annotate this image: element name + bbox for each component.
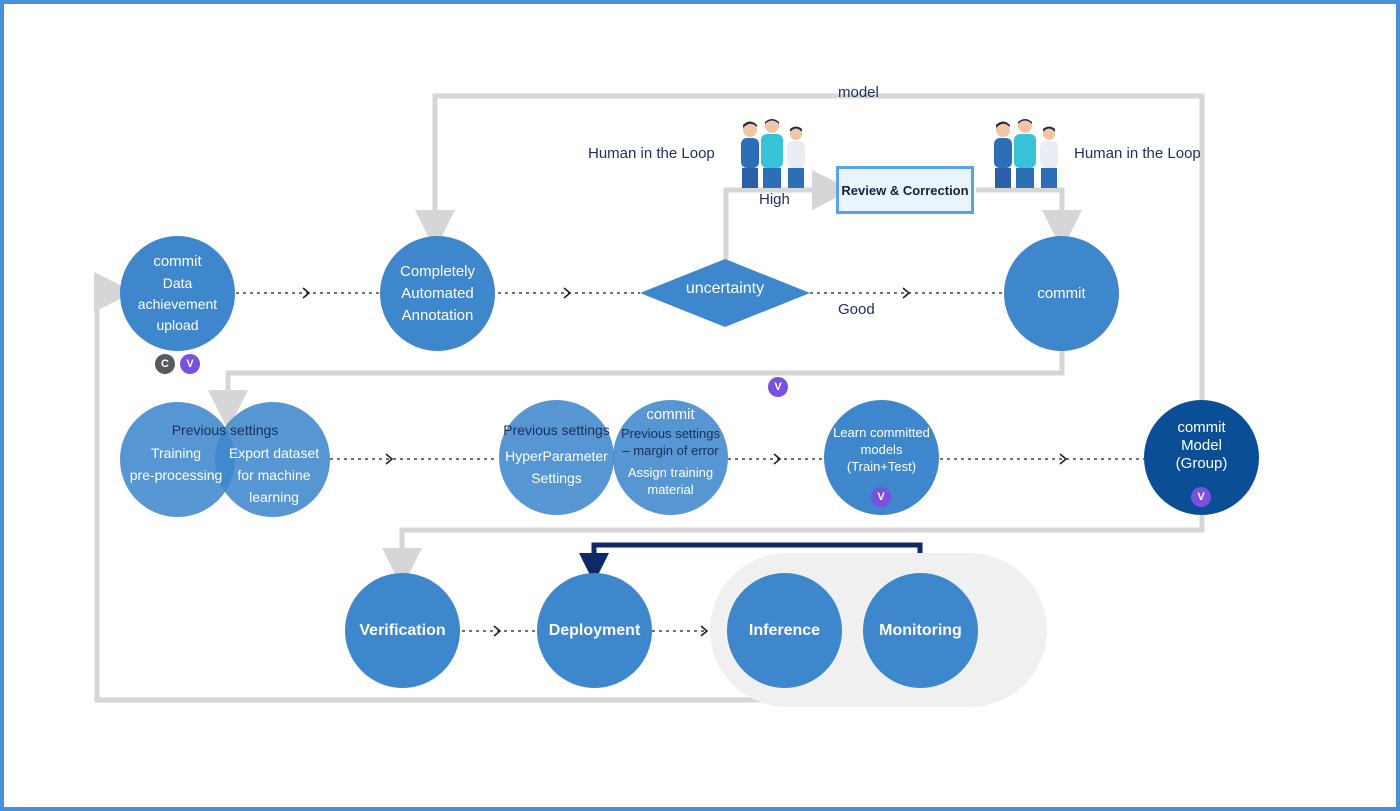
monitoring-node: Monitoring xyxy=(863,573,978,688)
high-branch-line xyxy=(723,170,852,262)
inference-node: Inference xyxy=(727,573,842,688)
deployment-label: Deployment xyxy=(548,621,641,639)
export-node xyxy=(215,402,330,517)
learn-line: models xyxy=(860,442,903,457)
commit-right-label: commit xyxy=(1037,284,1086,302)
people-group-icon xyxy=(741,119,805,188)
export-text: Export dataset for machine learning xyxy=(216,442,332,508)
commit-assign-line: Assign training xyxy=(627,465,714,480)
hitl-right-label: Human in the Loop xyxy=(1074,145,1201,162)
review-to-commit-line xyxy=(976,187,1082,250)
auto-annotation-line: Completely xyxy=(399,262,476,280)
export-line: Export dataset xyxy=(228,445,320,461)
hyper-node xyxy=(499,400,614,515)
review-correction-box: Review & Correction xyxy=(836,166,974,214)
training-top-label: Previous settings xyxy=(171,422,279,438)
commit-upload-line: Data xyxy=(162,275,193,291)
v-badge: V xyxy=(180,354,200,374)
training-line: Training xyxy=(150,445,202,461)
auto-annotation-node: Completely Automated Annotation xyxy=(380,236,495,351)
commit-upload-line: achievement xyxy=(137,296,218,312)
monitoring-label: Monitoring xyxy=(879,621,962,639)
hyper-top-label: Previous settings xyxy=(503,422,610,438)
auto-annotation-line: Annotation xyxy=(401,306,474,324)
commit-upload-line: upload xyxy=(156,317,199,333)
commit-upload-title: commit xyxy=(153,253,202,270)
good-label: Good xyxy=(838,301,875,318)
verification-node: Verification xyxy=(345,573,460,688)
auto-annotation-line: Automated xyxy=(401,284,474,302)
uncertainty-label: uncertainty xyxy=(685,280,765,297)
commit-model-line: Model xyxy=(1181,436,1222,454)
commit-assign-title: commit xyxy=(646,406,695,423)
hyper-text: HyperParameter Settings xyxy=(499,445,614,489)
inference-label: Inference xyxy=(748,621,821,639)
commit-model-line: (Group) xyxy=(1175,454,1228,472)
export-line: learning xyxy=(249,489,299,505)
c-badge: C xyxy=(155,354,175,374)
commit-upload-node: commit Data achievement upload xyxy=(120,236,235,351)
commit-assign-text: commit Previous settings – margin of err… xyxy=(613,405,728,498)
training-text: Training pre-processing xyxy=(118,442,234,486)
hyper-line: Settings xyxy=(531,470,582,486)
people-group-icon xyxy=(994,119,1058,188)
commit-model-line: commit xyxy=(1177,418,1226,436)
verification-label: Verification xyxy=(359,621,446,639)
commit-assign-node xyxy=(613,400,728,515)
v-badge: V xyxy=(871,487,891,507)
commit-right-node: commit xyxy=(1004,236,1119,351)
learn-line: Learn committed xyxy=(833,425,930,440)
uncertainty-diamond xyxy=(640,259,810,327)
export-line: for machine xyxy=(237,467,311,483)
hyper-line: HyperParameter xyxy=(505,448,608,464)
training-line: pre-processing xyxy=(129,467,223,483)
v-badge: V xyxy=(1191,487,1211,507)
commit-assign-line: Previous settings xyxy=(621,426,720,441)
v-badge: V xyxy=(768,377,788,397)
commit-assign-line: material xyxy=(647,482,694,497)
commit-to-row2-line xyxy=(208,350,1065,430)
learn-line: (Train+Test) xyxy=(846,459,917,474)
model-loop-line xyxy=(415,93,1205,400)
hitl-left-label: Human in the Loop xyxy=(588,145,715,162)
model-to-row3-line xyxy=(382,515,1205,588)
high-label: High xyxy=(759,191,790,208)
model-label: model xyxy=(838,84,879,101)
commit-assign-line: – margin of error xyxy=(622,443,719,458)
deployment-node: Deployment xyxy=(537,573,652,688)
